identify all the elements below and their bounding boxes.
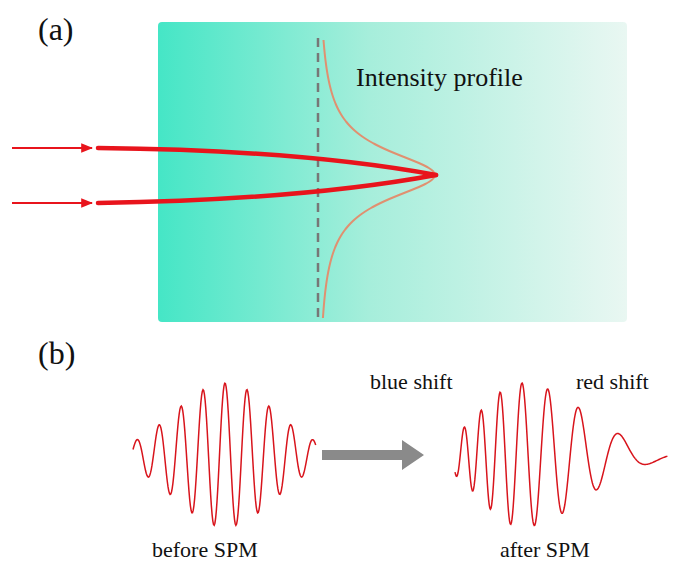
panel-letter: (a) bbox=[38, 12, 74, 47]
shift-label: red shift bbox=[576, 370, 649, 394]
panel-letter: (b) bbox=[38, 336, 75, 371]
beam-edge bbox=[98, 148, 436, 175]
pulse-caption: after SPM bbox=[500, 538, 590, 562]
process-arrow bbox=[322, 440, 424, 470]
pulse-before bbox=[133, 383, 316, 525]
input-ray bbox=[12, 147, 92, 149]
dashed-axis bbox=[317, 38, 320, 320]
nonlinear-medium bbox=[158, 22, 627, 322]
input-ray bbox=[12, 202, 92, 204]
pulse-after bbox=[455, 383, 667, 525]
shift-label: blue shift bbox=[370, 370, 453, 394]
curve-label: Intensity profile bbox=[356, 64, 523, 93]
pulse-caption: before SPM bbox=[152, 538, 258, 562]
beam-edge bbox=[98, 175, 436, 203]
